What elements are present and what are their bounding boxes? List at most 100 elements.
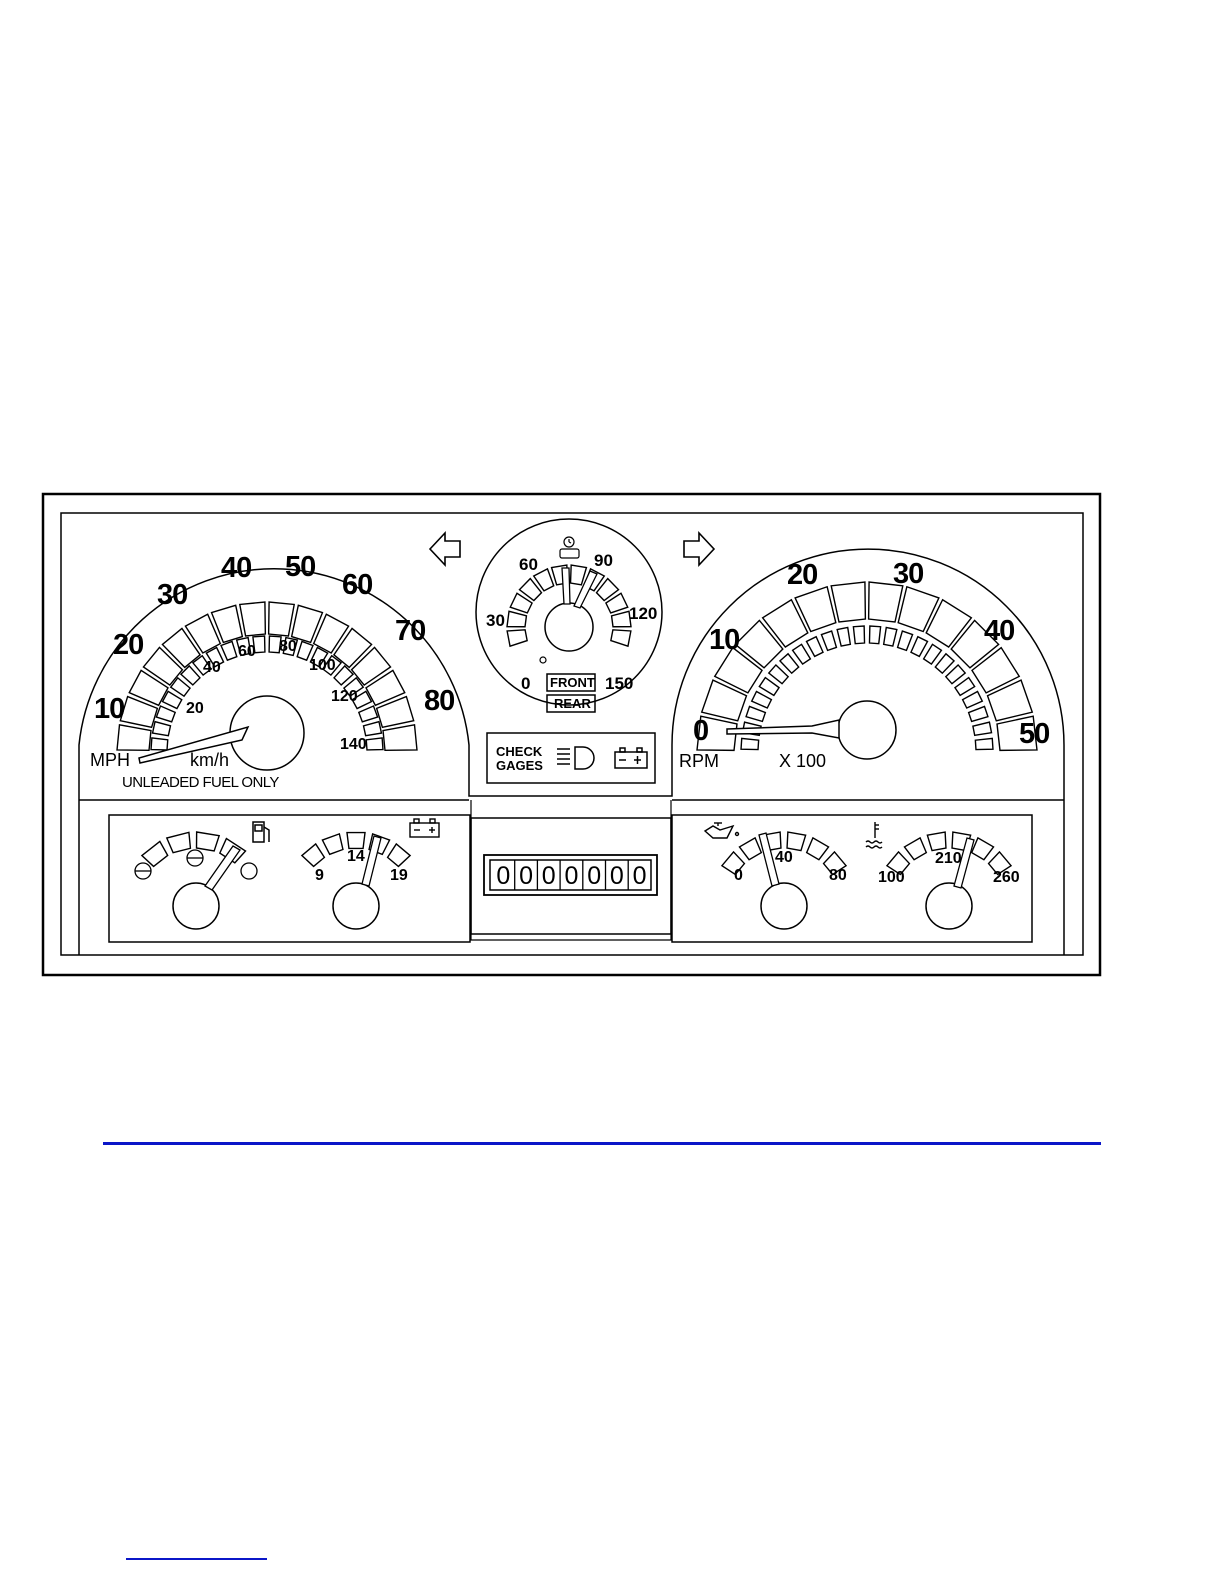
mph-label-50: 50: [285, 551, 315, 583]
headlamp-icon: [557, 747, 594, 769]
volt-label-19: 19: [390, 867, 408, 884]
rpm-multiplier-label: X 100: [779, 751, 826, 771]
tachometer-inner-block: [806, 637, 823, 657]
temp-label-100: 100: [878, 869, 905, 886]
tachometer-inner-block: [911, 637, 928, 657]
air-label-150: 150: [605, 674, 633, 693]
odometer-digit: 0: [496, 862, 510, 890]
speedometer-mph-block: [212, 605, 243, 642]
air-pressure-needle-front: [562, 568, 570, 604]
speedometer-kmh-block: [151, 738, 168, 750]
rpm-label-40: 40: [984, 615, 1014, 647]
rpm-label-10: 10: [709, 624, 739, 656]
speedometer-kmh-block: [153, 722, 171, 736]
tachometer-block: [795, 587, 836, 632]
fuel-gauge-block: [142, 841, 168, 866]
tachometer-block: [988, 680, 1033, 721]
oil-can-icon: [705, 823, 739, 838]
speedometer-mph-block: [269, 602, 295, 636]
fuel-gauge-needle: [205, 846, 240, 890]
tachometer-block: [898, 587, 939, 632]
unleaded-fuel-note: UNLEADED FUEL ONLY: [122, 774, 279, 791]
air-pressure-block: [611, 630, 631, 646]
temp-label-210: 210: [935, 850, 962, 867]
coolant-temperature-icon: [866, 822, 882, 848]
odometer-digit: 0: [564, 862, 578, 890]
tachometer-block: [972, 648, 1019, 693]
oil-pressure-block: [807, 838, 829, 860]
section-divider-rule: [103, 1142, 1101, 1145]
voltmeter-hub: [333, 883, 379, 929]
rpm-label-20: 20: [787, 559, 817, 591]
voltmeter-needle: [362, 836, 381, 886]
speedometer-mph-block: [120, 697, 157, 728]
tachometer-inner-block: [869, 626, 880, 644]
tachometer-block: [735, 620, 782, 667]
oil-pressure-hub: [761, 883, 807, 929]
oil-pressure-block: [739, 838, 761, 860]
rpm-label-30: 30: [893, 558, 923, 590]
odometer-digit: 0: [610, 862, 624, 890]
voltmeter-block: [302, 844, 325, 867]
tachometer-inner-block: [963, 691, 983, 708]
tachometer-block: [763, 600, 808, 647]
coolant-temp-block: [904, 838, 926, 860]
speedometer-kmh-block: [156, 706, 175, 722]
tachometer-block: [831, 582, 865, 622]
rpm-unit-label: RPM: [679, 751, 719, 771]
fuel-pump-icon: [253, 822, 269, 842]
tachometer-inner-block: [837, 627, 850, 646]
speedometer-mph-block: [292, 605, 323, 642]
mph-label-20: 20: [113, 629, 143, 661]
speedometer-kmh-block: [221, 641, 237, 660]
mph-label-30: 30: [157, 579, 187, 611]
tachometer-inner-block: [853, 626, 864, 644]
kmh-label-100: 100: [309, 657, 336, 674]
fuel-half-icon: [187, 850, 203, 866]
temp-label-260: 260: [993, 869, 1020, 886]
tachometer-inner-block: [898, 631, 913, 650]
oil-label-80: 80: [829, 867, 847, 884]
oil-label-0: 0: [734, 867, 743, 884]
mph-unit-label: MPH: [90, 750, 130, 770]
voltmeter-block: [322, 834, 343, 854]
tachometer-inner-block: [746, 706, 765, 721]
voltmeter-block: [347, 833, 365, 849]
coolant-temp-block: [972, 838, 994, 860]
footer-link-rule: [126, 1558, 267, 1560]
tachometer-inner-block: [793, 644, 811, 664]
tachometer-inner-block: [955, 678, 975, 696]
rear-label: REAR: [554, 696, 591, 711]
tachometer-inner-block: [752, 691, 772, 708]
tachometer-block: [926, 600, 971, 647]
check-gages-line1: CHECK: [496, 744, 543, 759]
kmh-label-120: 120: [331, 688, 358, 705]
kmh-label-80: 80: [279, 638, 297, 655]
turn-right-arrow-icon: [684, 533, 714, 565]
oil-pressure-block: [787, 832, 806, 850]
right-lower-panel: [672, 815, 1032, 942]
mph-label-60: 60: [342, 569, 372, 601]
air-pressure-needle-rear: [574, 571, 597, 608]
air-pressure-hub: [545, 603, 593, 651]
odometer-digit: 0: [587, 862, 601, 890]
air-label-30: 30: [486, 611, 505, 630]
clock-icon: [560, 537, 579, 558]
speedometer-mph-block: [377, 697, 414, 728]
voltmeter-block: [388, 844, 411, 867]
instrument-cluster-illustration: CHECK GAGES 10 20 30 40 50 60 70 80 20 4…: [0, 0, 1224, 1000]
odometer-digit: 0: [542, 862, 556, 890]
oil-label-40: 40: [775, 849, 793, 866]
speedometer-kmh-block: [359, 706, 378, 722]
fuel-empty-icon: [135, 863, 151, 879]
kmh-label-140: 140: [340, 736, 367, 753]
kmh-unit-label: km/h: [190, 750, 229, 770]
rpm-label-0: 0: [693, 715, 708, 747]
air-pressure-indicator-dot: [540, 657, 546, 663]
tachometer-inner-block: [884, 627, 897, 646]
tachometer-block: [702, 680, 747, 721]
mph-label-40: 40: [221, 552, 251, 584]
check-gages-line2: GAGES: [496, 758, 543, 773]
kmh-label-40: 40: [203, 659, 221, 676]
